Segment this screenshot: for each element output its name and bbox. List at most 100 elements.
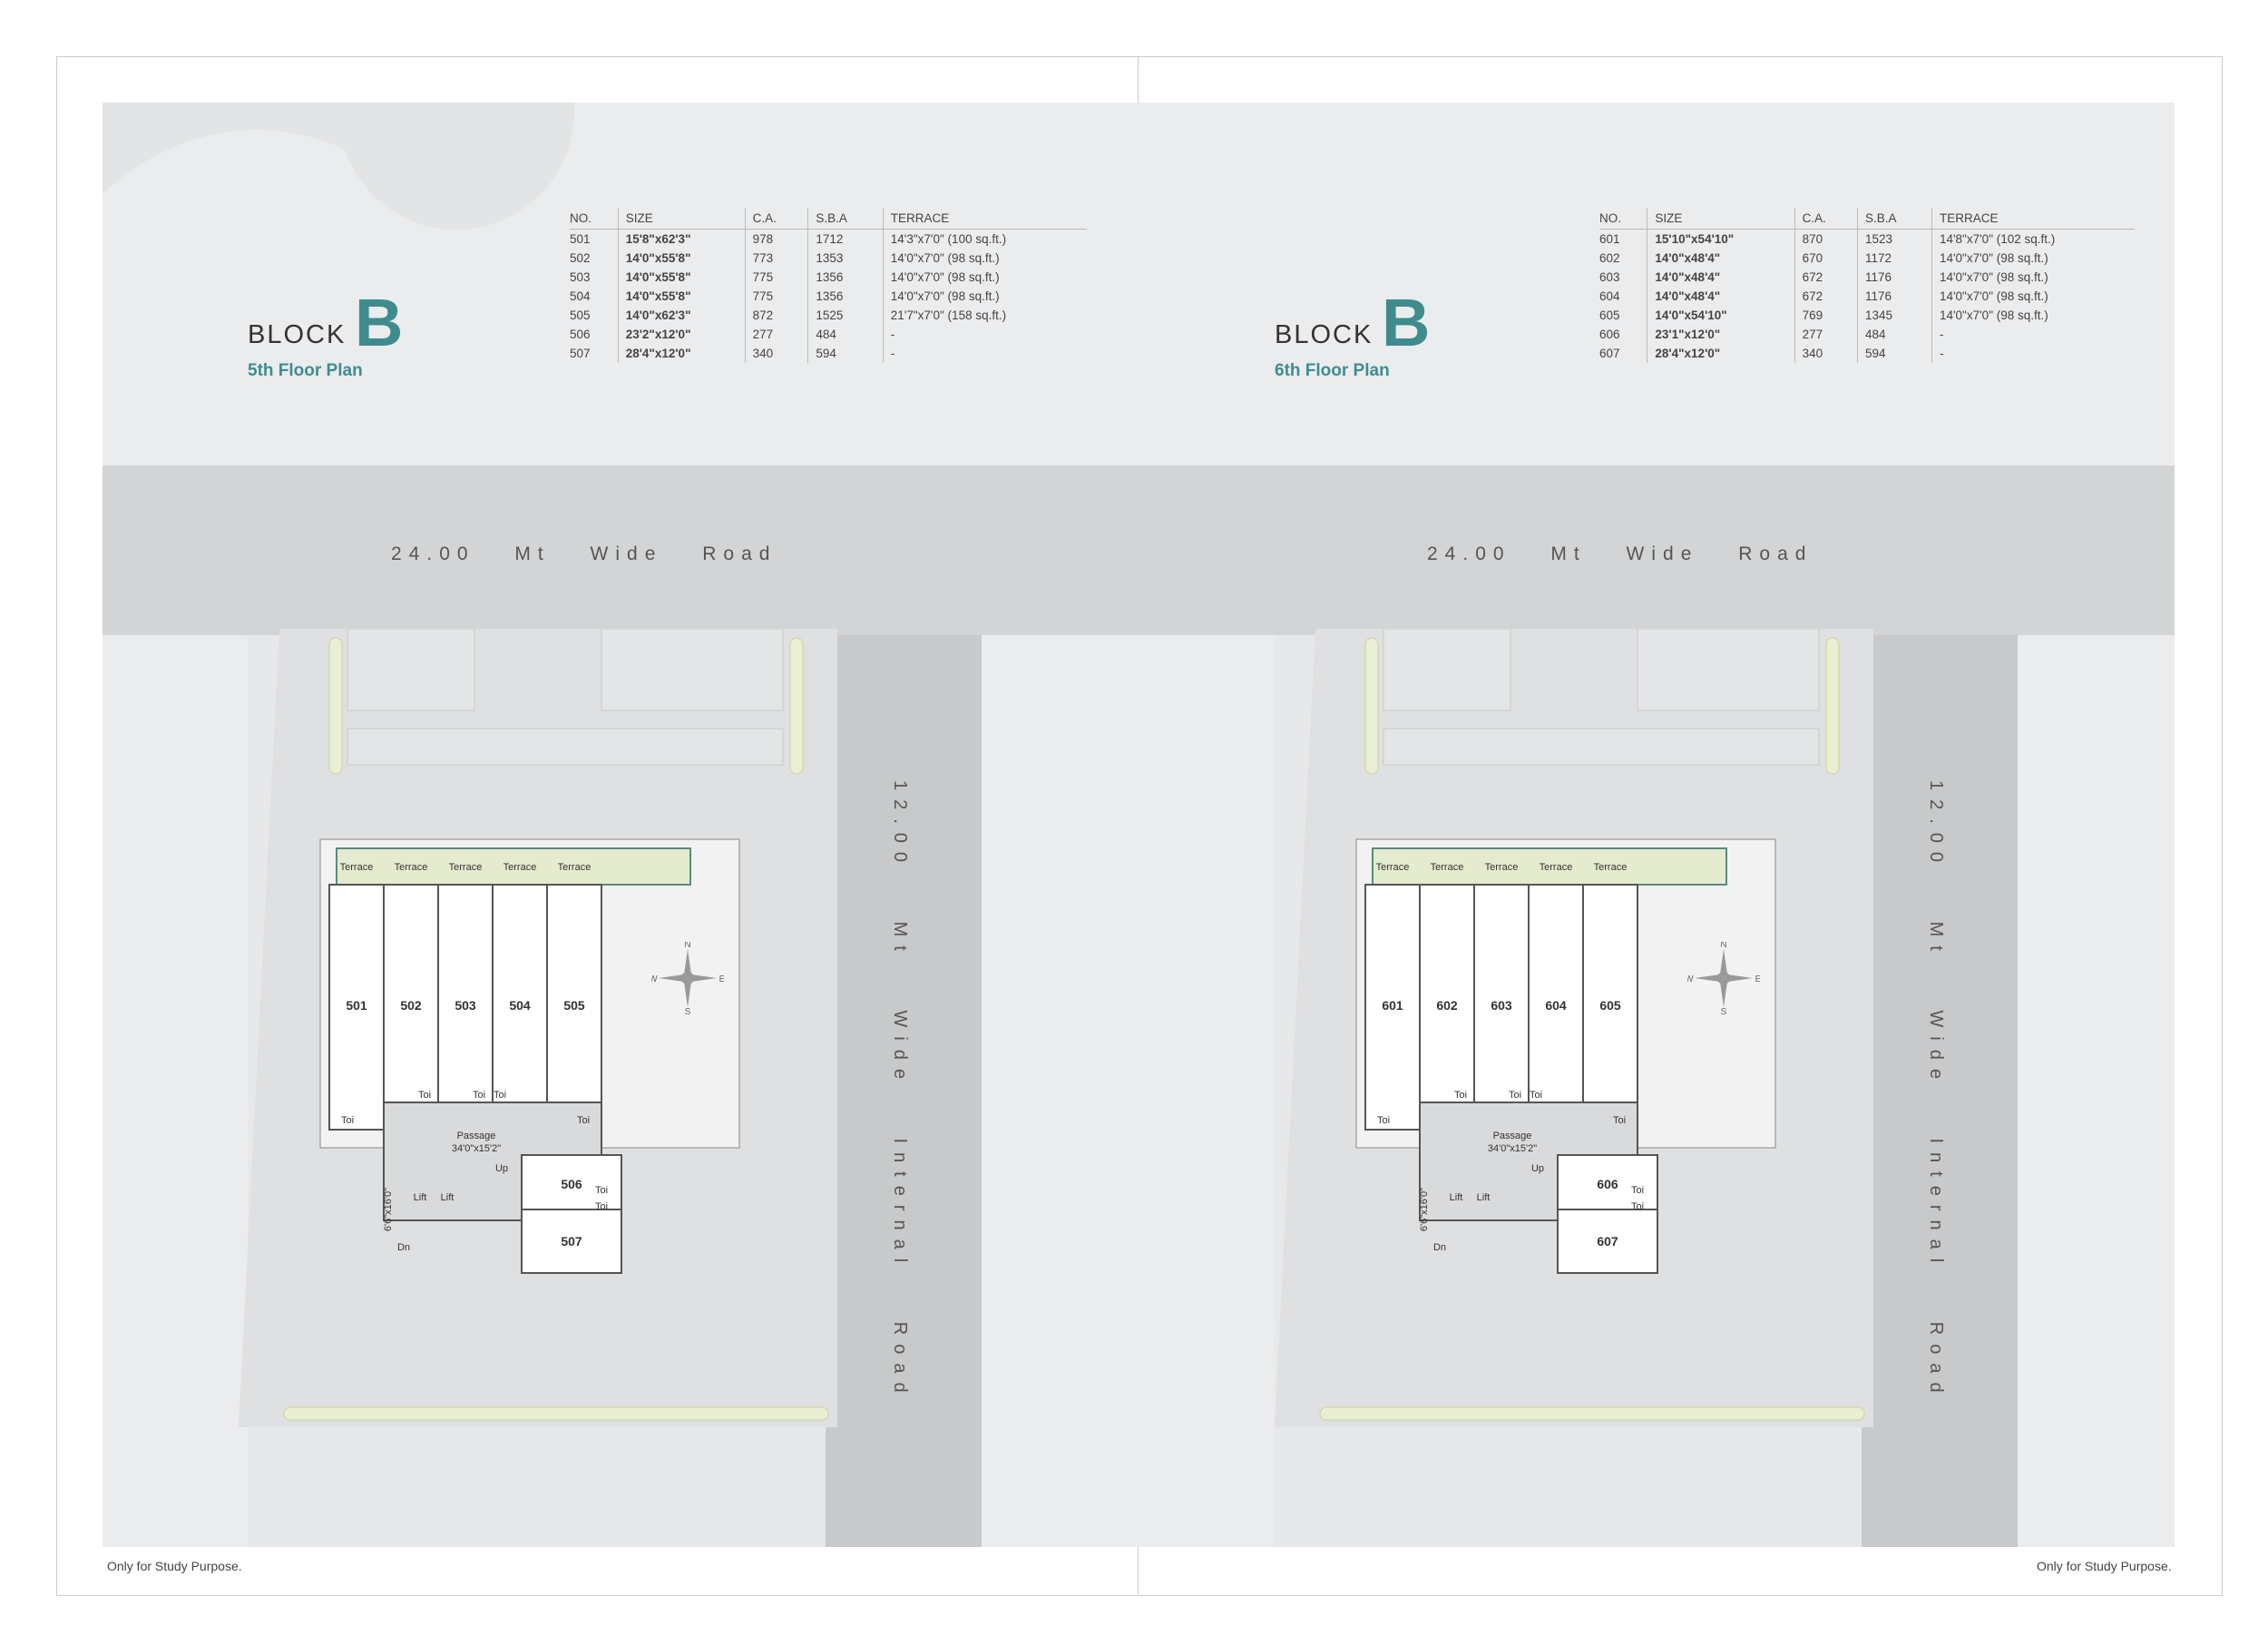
table-cell: 1356 [807, 268, 884, 287]
compass-n: N [684, 942, 690, 950]
table-cell: 601 [1599, 232, 1620, 246]
table-cell: 594 [807, 344, 884, 363]
unit-label: 603 [1491, 998, 1512, 1013]
table-cell: 14'0"x55'8" [617, 249, 746, 268]
unit-label: 505 [563, 998, 585, 1013]
table-cell: 277 [744, 325, 808, 344]
table-cell: - [1931, 325, 2135, 344]
compass-rose: N S E W [1687, 942, 1760, 1014]
stair-up-label: Up [495, 1163, 508, 1174]
table-cell: 501 [570, 232, 591, 246]
table-header-terrace: TERRACE [1931, 208, 2135, 230]
table-cell: 14'0"x7'0" (98 sq.ft.) [882, 268, 1087, 287]
table-cell: 14'0"x55'8" [617, 268, 746, 287]
table-cell: 14'0"x7'0" (98 sq.ft.) [882, 287, 1087, 306]
block-letter: B [1382, 285, 1431, 360]
floor-plan-title: 5th Floor Plan [248, 361, 363, 380]
toilet-label: Toi [341, 1115, 354, 1126]
table-cell: 769 [1794, 306, 1858, 325]
table-header-ca: C.A. [744, 208, 808, 230]
unit-label: 506 [561, 1177, 582, 1191]
compass-s: S [1721, 1007, 1727, 1014]
stair-down-label: Dn [1433, 1242, 1446, 1253]
table-header-size: SIZE [617, 208, 746, 230]
table-cell: 14'0"x48'4" [1647, 287, 1795, 306]
toilet-label: Toi [1631, 1201, 1644, 1212]
toilet-label: Toi [577, 1115, 590, 1126]
table-header-size: SIZE [1647, 208, 1795, 230]
compass-n: N [1720, 942, 1726, 950]
main-road: 24.00 Mt Wide Road [1139, 465, 2175, 635]
table-cell: 340 [744, 344, 808, 363]
unit-label: 602 [1436, 998, 1458, 1013]
internal-road-label: 12.00 Mt Wide Internal Road [1926, 780, 1946, 1402]
passage-size-label: 34'0"x15'2" [452, 1143, 501, 1154]
table-cell: 21'7"x7'0" (158 sq.ft.) [882, 306, 1087, 325]
table-cell: 14'0"x7'0" (98 sq.ft.) [1931, 306, 2135, 325]
terrace-strip [1372, 847, 1727, 886]
terrace-label: Terrace [1594, 862, 1628, 873]
table-cell: 603 [1599, 270, 1620, 284]
floor-plan-drawing: 601Terrace602Terrace603Terrace604Terrace… [1275, 629, 1873, 1427]
toilet-label: Toi [1454, 1090, 1467, 1101]
toilet-label: Toi [1613, 1115, 1626, 1126]
parking-strip [1383, 728, 1820, 766]
table-cell: 978 [744, 229, 808, 249]
unit-label: 504 [509, 998, 531, 1013]
unit-label: 501 [346, 998, 367, 1013]
table-cell: 607 [1599, 347, 1620, 360]
lift-label: Lift [1477, 1192, 1491, 1203]
table-cell: 1176 [1856, 268, 1932, 287]
toilet-label: Toi [1377, 1115, 1390, 1126]
toilet-label: Toi [1530, 1090, 1542, 1101]
toilet-label: Toi [595, 1185, 608, 1196]
table-header-terrace: TERRACE [882, 208, 1087, 230]
table-cell: 594 [1856, 344, 1932, 363]
stair-up-label: Up [1531, 1163, 1544, 1174]
table-cell: 23'1"x12'0" [1647, 325, 1795, 344]
table-cell: 670 [1794, 249, 1858, 268]
table-cell: 872 [744, 306, 808, 325]
table-cell: 604 [1599, 289, 1620, 303]
unit-label: 601 [1382, 998, 1403, 1013]
table-cell: 28'4"x12'0" [1647, 344, 1795, 363]
table-cell: 1525 [807, 306, 884, 325]
table-cell: 14'3"x7'0" (100 sq.ft.) [882, 229, 1087, 249]
table-cell: - [1931, 344, 2135, 363]
table-cell: 505 [570, 308, 591, 322]
table-cell: 484 [1856, 325, 1932, 344]
table-cell: 14'0"x7'0" (98 sq.ft.) [882, 249, 1087, 268]
table-cell: - [882, 344, 1087, 363]
table-cell: 1353 [807, 249, 884, 268]
table-cell: 502 [570, 251, 591, 265]
footer-disclaimer-left: Only for Study Purpose. [107, 1559, 242, 1573]
table-cell: 503 [570, 270, 591, 284]
compass-rose: N S E W [651, 942, 724, 1014]
table-cell: 14'0"x7'0" (98 sq.ft.) [1931, 249, 2135, 268]
hedge-row [283, 637, 829, 1421]
table-cell: 14'8"x7'0" (102 sq.ft.) [1931, 229, 2135, 249]
compass-star-icon [1695, 949, 1753, 1007]
table-cell: 14'0"x62'3" [617, 306, 746, 325]
table-cell: 504 [570, 289, 591, 303]
compass-e: E [719, 974, 724, 984]
lift-label: Lift [441, 1192, 455, 1203]
internal-road-label: 12.00 Mt Wide Internal Road [890, 780, 910, 1402]
unit-blocks [328, 884, 622, 1274]
internal-road: 12.00 Mt Wide Internal Road [826, 635, 982, 1547]
parking-strip [347, 728, 784, 766]
